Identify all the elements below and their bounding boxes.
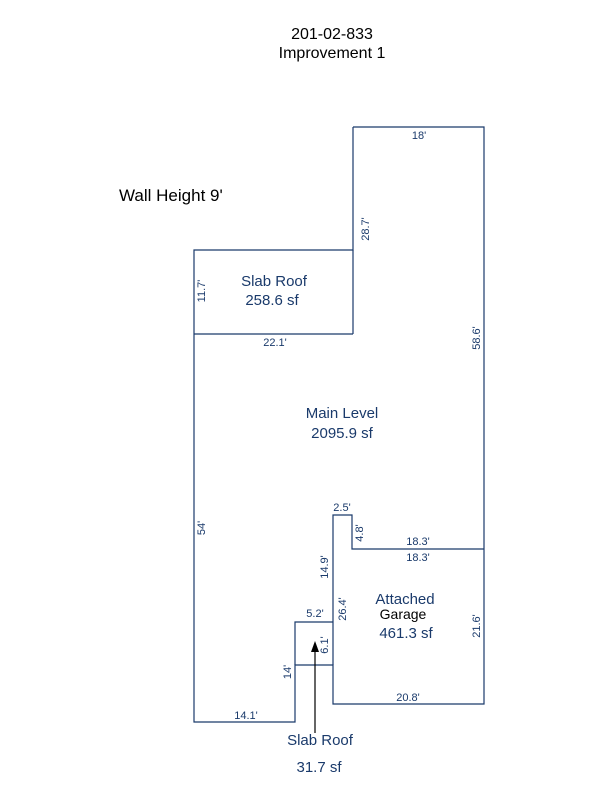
dim-slab2-top: 5.2' [306,608,323,620]
improvement-title: Improvement 1 [278,45,386,62]
pointer-arrow [311,641,319,733]
dim-garage-left-mid: 26.4' [337,597,349,621]
dim-garage-bottom: 20.8' [396,692,420,704]
dim-bottom-left: 14.1' [234,710,258,722]
dim-left-wall: 54' [196,521,208,535]
dim-right-wall: 58.6' [471,326,483,350]
dim-lower-left: 14' [282,665,294,679]
outlines [193,126,485,723]
wall-height-label: Wall Height 9' [119,186,223,205]
garage-outline [332,514,484,665]
dim-slab2-side: 6.1' [319,636,331,653]
garage-name-line1: Attached [375,591,434,608]
garage-size: 461.3 sf [379,625,433,642]
dim-notch-side: 4.8' [354,524,366,541]
dim-notch-top: 2.5' [333,502,350,514]
slab-roof-top-name: Slab Roof [241,273,308,290]
dim-upper-left-wall: 28.7' [360,217,372,241]
slab-roof-small-outline [294,621,333,665]
dim-slab-bottom: 22.1' [263,337,287,349]
slab-roof-top-size: 258.6 sf [245,292,299,309]
dim-top-width: 18' [412,130,426,142]
slab-roof-bottom-size: 31.7 sf [296,759,342,776]
garage-name-line2: Garage [380,606,427,622]
dim-garage-left-upper: 14.9' [319,555,331,579]
slab-roof-bottom-name: Slab Roof [287,732,354,749]
parcel-id: 201-02-833 [291,26,373,43]
main-level-name: Main Level [306,405,379,422]
dim-slab-left: 11.7' [196,280,208,303]
dim-garage-top-upper: 18.3' [406,536,430,548]
main-level-size: 2095.9 sf [311,425,374,442]
dim-garage-right: 21.6' [471,614,483,638]
dim-garage-top-lower: 18.3' [406,552,430,564]
